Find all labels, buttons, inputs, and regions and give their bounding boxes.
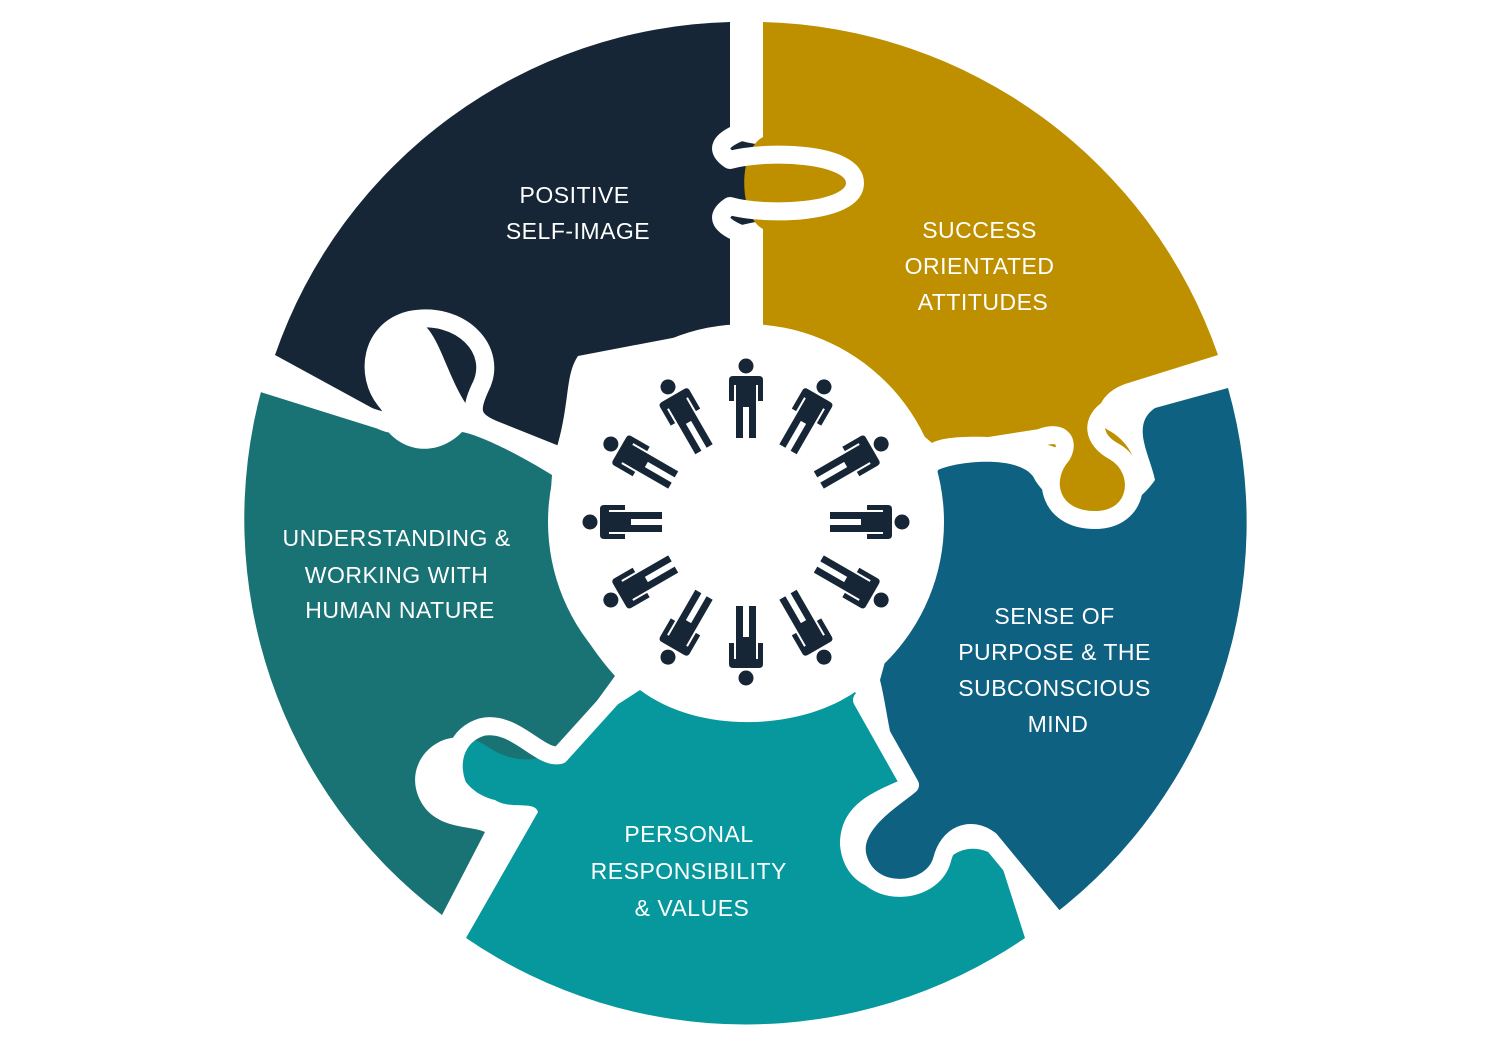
label-success-orientated-attitudes: SUCCESS ORIENTATED ATTITUDES <box>905 217 1062 315</box>
piece-success-orientated-attitudes <box>744 22 1218 520</box>
label-positive-self-image: POSITIVE SELF-IMAGE <box>506 182 650 244</box>
puzzle-seams <box>243 6 1244 937</box>
center-hub <box>548 324 944 720</box>
piece-positive-self-image <box>275 22 853 447</box>
label-understanding-human-nature: UNDERSTANDING & WORKING WITH HUMAN NATUR… <box>282 525 517 623</box>
piece-understanding-human-nature <box>244 388 615 915</box>
label-sense-of-purpose: SENSE OF PURPOSE & THE SUBCONSCIOUS MIND <box>958 603 1158 737</box>
piece-sense-of-purpose <box>859 388 1247 916</box>
label-personal-responsibility: PERSONAL RESPONSIBILITY & VALUES <box>591 821 794 921</box>
piece-personal-responsibility <box>455 690 1026 1025</box>
